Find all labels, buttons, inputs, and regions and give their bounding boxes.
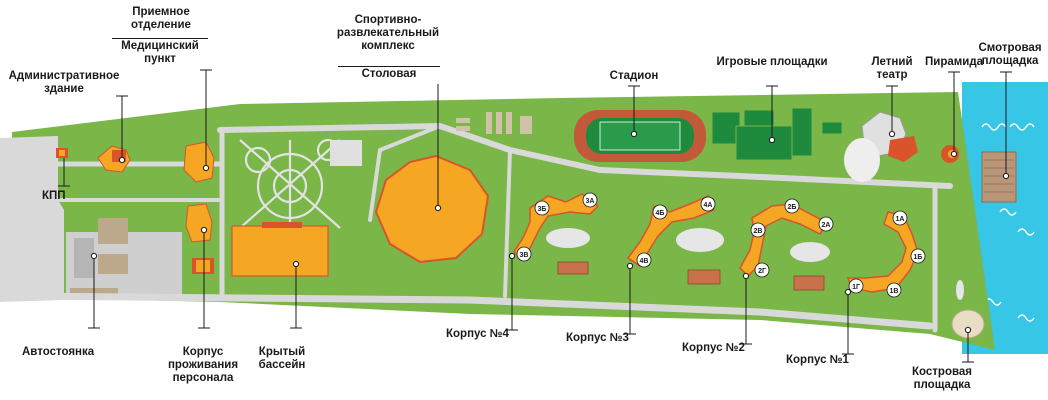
korpus-4-building [513, 193, 600, 262]
label-canteen: Столовая [338, 66, 440, 81]
svg-text:3Б: 3Б [538, 206, 547, 213]
svg-text:2В: 2В [754, 228, 763, 235]
svg-text:2Б: 2Б [788, 204, 797, 211]
label-medical: Медицинский пункт [112, 38, 208, 66]
label-kpp: КПП [42, 190, 66, 202]
roads [16, 122, 953, 333]
tag-2g: 2Г [754, 262, 770, 278]
label-parking: Автостоянка [22, 346, 95, 358]
label-pyramid: Пирамида [924, 56, 984, 68]
label-viewpoint: Смотровая площадка [978, 42, 1042, 67]
marker-dots [90, 130, 1010, 334]
small-houses [557, 261, 825, 291]
tag-3b: 3Б [534, 200, 550, 216]
viewpoint-pier [981, 151, 1017, 203]
korpus-3-building [626, 195, 715, 268]
park-sand-area [330, 140, 362, 166]
label-summer-theatre: Летний театр [871, 56, 913, 81]
label-playgrounds: Игровые площадки [716, 56, 828, 68]
tag-2v: 2В [750, 222, 766, 238]
playgrounds [711, 107, 843, 161]
label-stadium: Стадион [609, 70, 659, 82]
label-korpus-4: Корпус №4 [446, 328, 509, 340]
tag-3a: 3А [582, 192, 598, 208]
label-korpus-3: Корпус №3 [566, 332, 629, 344]
tag-4b: 4Б [652, 204, 668, 220]
tag-1a: 1А [892, 210, 908, 226]
stadium [574, 110, 706, 162]
wave-icons [981, 123, 1035, 322]
svg-text:4В: 4В [640, 258, 649, 265]
park-paths [239, 138, 341, 230]
label-bonfire: Костровая площадка [912, 366, 972, 391]
leader-lines [58, 69, 1012, 363]
svg-text:4А: 4А [704, 202, 713, 209]
label-sport-complex: Спортивно-развлекательный комплекс [336, 14, 440, 52]
parking-paved-area [0, 136, 64, 302]
svg-text:1А: 1А [896, 216, 905, 223]
sport-complex-building [374, 154, 490, 264]
svg-text:3А: 3А [586, 198, 595, 205]
tag-1b: 1Б [910, 248, 926, 264]
parking-spot-1 [98, 218, 128, 244]
tag-1g: 1Г [848, 278, 864, 294]
svg-text:4Б: 4Б [656, 210, 665, 217]
label-admin: Административное здание [8, 70, 120, 95]
label-korpus-2: Корпус №2 [682, 342, 745, 354]
label-reception: Приемное отделение [131, 6, 191, 31]
pool-building [231, 222, 329, 277]
service-buildings [456, 112, 532, 134]
svg-text:3В: 3В [520, 252, 529, 259]
svg-text:1Б: 1Б [914, 254, 923, 261]
tag-4a: 4А [700, 196, 716, 212]
label-staff-housing: Корпус проживания персонала [167, 346, 239, 384]
building-tags: 3Б 3А 3В 4Б 4А 4В 2Б 2А 2В 2Г 1А 1Б 1В 1… [516, 192, 926, 298]
korpus-2-building [739, 203, 828, 278]
svg-text:2А: 2А [822, 222, 831, 229]
svg-text:2Г: 2Г [758, 268, 766, 275]
parking-block [74, 238, 94, 278]
tag-1v: 1В [886, 282, 902, 298]
kpp-building [56, 148, 68, 158]
label-korpus-1: Корпус №1 [786, 354, 849, 366]
svg-text:1Г: 1Г [852, 284, 860, 291]
tag-3v: 3В [516, 246, 532, 262]
svg-text:1В: 1В [890, 288, 899, 295]
inner-lawns [546, 228, 964, 300]
tag-2b: 2Б [784, 198, 800, 214]
label-pool: Крытый бассейн [258, 346, 306, 371]
tag-4v: 4В [636, 252, 652, 268]
summer-theatre [844, 111, 918, 182]
tag-2a: 2А [818, 216, 834, 232]
parking-spot-2 [98, 254, 128, 274]
